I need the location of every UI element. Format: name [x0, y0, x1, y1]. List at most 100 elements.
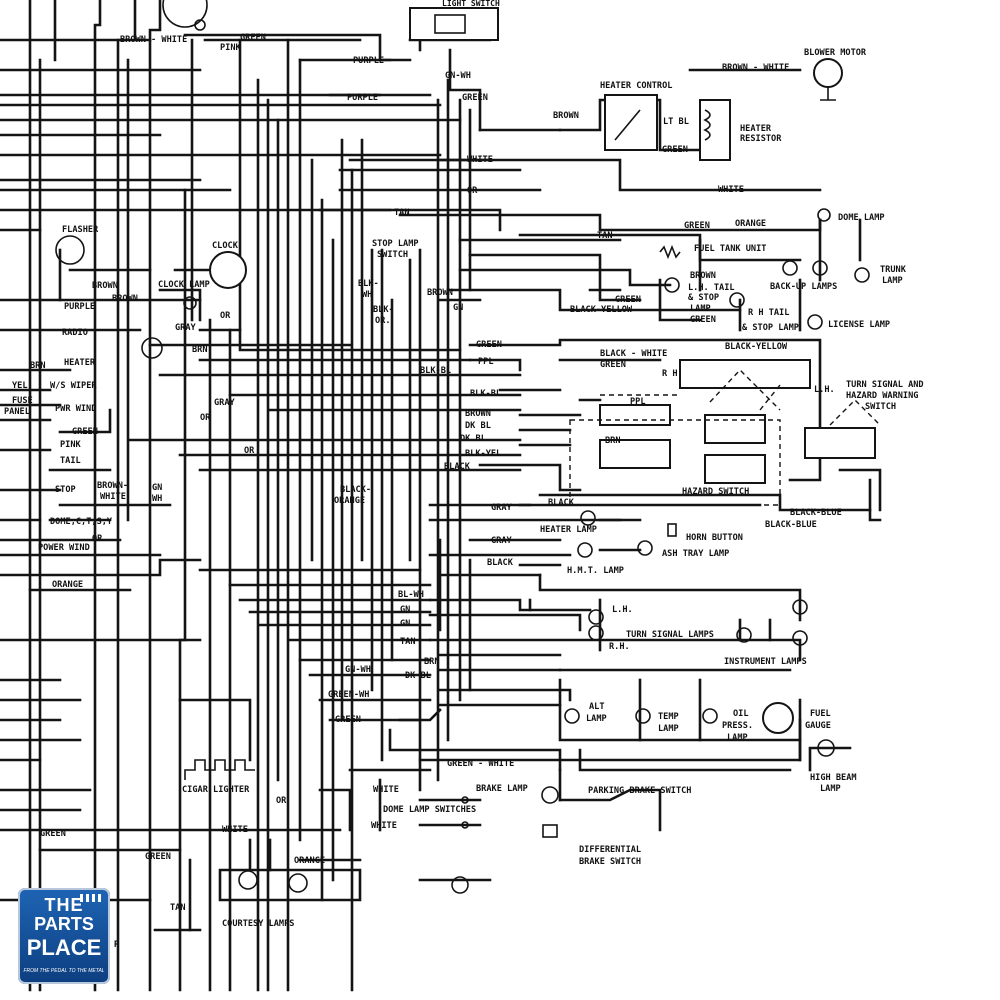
label-orange-courtesy: ORANGE	[294, 856, 325, 866]
label-orange-left: ORANGE	[52, 580, 83, 590]
label-stop-lamp-switch-1: STOP LAMP	[372, 239, 419, 249]
label-fuel-gauge-1: FUEL	[810, 709, 831, 719]
label-black-orange-1: BLACK-	[340, 485, 371, 495]
label-dome-lamp: DOME LAMP	[838, 213, 885, 223]
label-lt-bl: LT BL	[663, 117, 689, 127]
label-heater-control: HEATER CONTROL	[600, 81, 672, 91]
label-brn-2: BRN	[605, 436, 621, 446]
label-green-bl-1: GREEN	[40, 829, 66, 839]
label-tan-bl: TAN	[170, 903, 186, 913]
wire-harness	[0, 0, 882, 992]
label-black-orange-2: ORANGE	[334, 496, 365, 506]
label-black-hazard: BLACK	[548, 498, 575, 508]
label-tail: TAIL	[60, 456, 81, 466]
label-clock: CLOCK	[212, 241, 239, 251]
label-blk-wh: BLK-	[358, 279, 379, 289]
label-green-turn: GREEN	[476, 340, 502, 350]
label-fuel-tank-unit: FUEL TANK UNIT	[694, 244, 766, 254]
label-green-ls: GREEN	[462, 93, 488, 103]
label-green-bottom: GREEN	[335, 715, 361, 725]
label-ppl-2: PPL	[630, 397, 646, 407]
label-green-tail: GREEN	[615, 295, 641, 305]
label-light-switch: LIGHT SWITCH	[442, 0, 500, 8]
label-gn-mid: GN	[453, 303, 463, 313]
label-fuse-panel-1: FUSE	[12, 396, 33, 406]
label-blk-or: BLK-	[373, 305, 394, 315]
label-black-white-turn: BLACK - WHITE	[600, 349, 667, 359]
label-brown-hc: BROWN	[553, 111, 579, 121]
logo-tagline: FROM THE PEDAL TO THE METAL	[23, 968, 105, 974]
label-blower-motor: BLOWER MOTOR	[804, 48, 867, 58]
label-dk-bl-1: DK BL	[465, 421, 491, 431]
label-blk-bl: BLK-BL	[420, 366, 451, 376]
label-dk-bl-3: DK BL	[405, 671, 431, 681]
label-trunk-lamp-2: LAMP	[882, 276, 903, 286]
checkered-flag-icon	[80, 894, 102, 902]
label-black-hmt: BLACK	[487, 558, 514, 568]
label-trunk-lamp-1: TRUNK	[880, 265, 907, 275]
label-ash-tray-lamp: ASH TRAY LAMP	[662, 549, 729, 559]
label-pwr-wind: PWR WIND	[55, 404, 96, 414]
label-differential-1: DIFFERENTIAL	[579, 845, 641, 855]
label-gn-1: GN	[400, 605, 410, 615]
label-brn-left: BRN	[30, 361, 46, 371]
label-parking-brake-switch: PARKING BRAKE SWITCH	[588, 786, 691, 796]
label-or-cigar: OR	[276, 796, 287, 806]
label-white-2: WHITE	[718, 185, 744, 195]
clock-icon	[209, 251, 247, 289]
label-turn-signal-1: TURN SIGNAL AND	[846, 380, 924, 390]
label-gn-wh-fuse-1: GN	[152, 483, 162, 493]
label-black-blue-2: BLACK-BLUE	[765, 520, 817, 530]
label-brown-white-fuse-2: WHITE	[100, 492, 126, 502]
label-green-hc: GREEN	[662, 145, 688, 155]
label-dome-ctsy: DOME,C,T,S,Y	[50, 517, 113, 527]
label-green-white-bottom: GREEN - WHITE	[447, 759, 514, 769]
label-brown-mid: BROWN	[427, 288, 453, 298]
label-brown-lh: BROWN	[690, 271, 716, 281]
label-or-dome: OR	[92, 534, 103, 544]
label-brake-lamp: BRAKE LAMP	[476, 784, 528, 794]
label-flasher: FLASHER	[62, 225, 99, 235]
label-lh-tail-2: & STOP	[688, 293, 719, 303]
label-pink-top: PINK	[220, 43, 242, 53]
label-radio: RADIO	[62, 328, 88, 338]
label-temp-lamp-1: TEMP	[658, 712, 679, 722]
label-r-bl: R	[114, 940, 120, 950]
label-blk-or-2: OR.	[375, 316, 391, 326]
logo-line-3: PLACE	[26, 935, 102, 960]
fuel-gauge-icon	[762, 702, 794, 734]
label-gn-wh-2: GN-WH	[345, 665, 371, 675]
label-green-top: GREEN	[240, 33, 266, 43]
label-gray-heater: GRAY	[491, 503, 513, 513]
label-stop: STOP	[55, 485, 76, 495]
label-lh: L.H.	[814, 385, 835, 395]
label-gn-wh-top: GN-WH	[445, 71, 471, 81]
label-rh: R H	[662, 369, 678, 379]
label-white-dome-1: WHITE	[222, 825, 248, 835]
label-dome-lamp-switches: DOME LAMP SWITCHES	[383, 805, 476, 815]
label-heater: HEATER	[64, 358, 96, 368]
label-instrument-lamps: INSTRUMENT LAMPS	[724, 657, 807, 667]
label-ws-wiper: W/S WIPER	[50, 381, 97, 391]
label-purple-flasher: PURPLE	[64, 302, 95, 312]
clock-lamp-icon	[183, 296, 197, 310]
label-gn-2: GN	[400, 619, 410, 629]
the-parts-place-logo: THE PARTS PLACE FROM THE PEDAL TO THE ME…	[18, 888, 110, 984]
label-yel-left: YEL	[12, 381, 28, 391]
label-or-1: OR	[467, 186, 478, 196]
label-brown-white-fuse-1: BROWN-	[97, 481, 128, 491]
label-green-dome: GREEN	[684, 221, 710, 231]
label-blk-yel: BLK-YEL	[465, 449, 501, 459]
label-temp-lamp-2: LAMP	[658, 724, 679, 734]
label-license-lamp: LICENSE LAMP	[828, 320, 890, 330]
label-lh-tail-1: L.H. TAIL	[688, 283, 735, 293]
label-rh-tail-1: R H TAIL	[748, 308, 789, 318]
label-heater-lamp: HEATER LAMP	[540, 525, 597, 535]
label-fuel-gauge-2: GAUGE	[805, 721, 831, 731]
label-turn-signal-2: HAZARD WARNING	[846, 391, 918, 401]
label-green-fuse: GREEN	[72, 427, 98, 437]
label-pink-fuse: PINK	[60, 440, 82, 450]
label-or-3: OR	[244, 446, 255, 456]
label-brown-flasher: BROWN	[92, 281, 118, 291]
label-horn-button: HORN BUTTON	[686, 533, 743, 543]
